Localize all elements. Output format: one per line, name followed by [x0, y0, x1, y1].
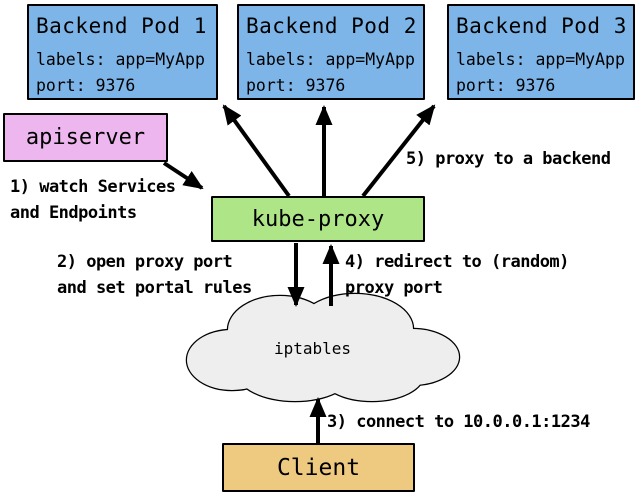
iptables-cloud — [185, 292, 461, 403]
arrow-apiserver-to-kubeproxy — [162, 161, 204, 190]
iptables-label: iptables — [274, 339, 352, 358]
annotation-step2: 2) open proxy port and set portal rules — [57, 249, 252, 301]
kube-proxy-box: kube-proxy — [211, 196, 425, 242]
apiserver-title: apiserver — [25, 125, 146, 150]
client-title: Client — [276, 454, 361, 481]
backend-pod-3-labels: labels: app=MyApp — [456, 50, 625, 69]
annotation-step1-line1: 1) watch Services — [10, 177, 176, 197]
annotation-step4-line2: proxy port — [345, 278, 443, 298]
annotation-step2-line1: 2) open proxy port — [57, 252, 233, 272]
kube-proxy-title: kube-proxy — [251, 206, 385, 232]
backend-pod-1-title: Backend Pod 1 — [36, 14, 207, 38]
annotation-step5: 5) proxy to a backend — [406, 146, 611, 172]
arrow-kubeproxy-to-pod1 — [222, 104, 291, 198]
backend-pod-3-port: port: 9376 — [456, 76, 556, 95]
backend-pod-1-port: port: 9376 — [36, 76, 136, 95]
backend-pod-3-box: Backend Pod 3 labels: app=MyApp port: 93… — [447, 4, 635, 100]
annotation-step4: 4) redirect to (random) proxy port — [345, 249, 569, 301]
apiserver-box: apiserver — [3, 113, 168, 162]
annotation-step3-line1: 3) connect to 10.0.0.1:1234 — [327, 412, 590, 432]
backend-pod-3-title: Backend Pod 3 — [456, 14, 627, 38]
annotation-step5-line1: 5) proxy to a backend — [406, 149, 611, 169]
backend-pod-1-box: Backend Pod 1 labels: app=MyApp port: 93… — [27, 4, 218, 100]
annotation-step3: 3) connect to 10.0.0.1:1234 — [327, 409, 590, 435]
backend-pod-2-port: port: 9376 — [246, 76, 346, 95]
annotation-step2-line2: and set portal rules — [57, 278, 252, 298]
annotation-step1: 1) watch Services and Endpoints — [10, 174, 176, 226]
annotation-step4-line1: 4) redirect to (random) — [345, 252, 569, 272]
arrow-kubeproxy-to-pod3 — [361, 104, 436, 198]
backend-pod-2-labels: labels: app=MyApp — [246, 50, 415, 69]
backend-pod-2-box: Backend Pod 2 labels: app=MyApp port: 93… — [237, 4, 425, 100]
annotation-step1-line2: and Endpoints — [10, 203, 137, 223]
client-box: Client — [222, 443, 415, 492]
backend-pod-1-labels: labels: app=MyApp — [36, 50, 205, 69]
backend-pod-2-title: Backend Pod 2 — [246, 14, 417, 38]
